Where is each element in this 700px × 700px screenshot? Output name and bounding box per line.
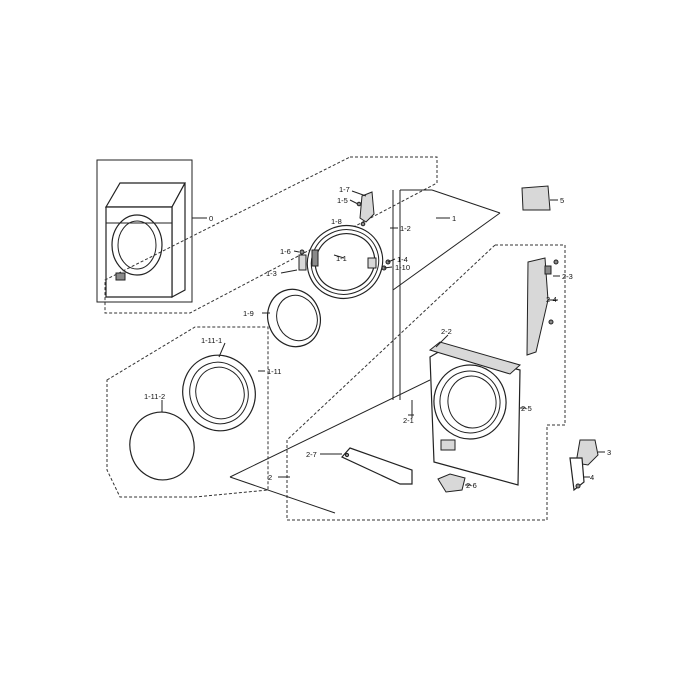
callout-1-6: 1-6	[280, 247, 291, 256]
callout-2-3: 2-3	[562, 272, 573, 281]
callout-1-10: 1-10	[395, 263, 410, 272]
kick-plate-2-7	[320, 447, 413, 485]
callout-1-11-2: 1-11-2	[144, 392, 165, 401]
screws-1-4	[381, 258, 396, 271]
door-seal-1-9	[262, 288, 321, 348]
door-latch-1-6	[280, 249, 307, 274]
callout-2-1: 2-1	[403, 416, 414, 425]
callout-4: 4	[590, 473, 594, 482]
callout-1-7: 1-7	[339, 185, 350, 194]
callout-2-7: 2-7	[306, 450, 317, 459]
callout-1-3: 1-3	[266, 269, 277, 278]
group-1-boundary	[104, 156, 438, 314]
group-2-leader	[229, 379, 431, 514]
callout-1-2: 1-2	[400, 224, 411, 233]
door-frame-1-8	[306, 225, 384, 299]
door-glass-1-11-2	[129, 400, 195, 481]
callout-2: 2	[268, 473, 272, 482]
callout-2-6: 2-6	[466, 481, 477, 490]
hinge-3	[569, 439, 605, 492]
callout-1-11: 1-11	[267, 367, 281, 376]
dispenser-2-6	[437, 473, 471, 493]
callout-1: 1	[452, 214, 456, 223]
filter-5	[521, 185, 558, 211]
callout-3: 3	[607, 448, 611, 457]
group-1-11-boundary	[106, 326, 269, 498]
side-rail-2-4	[526, 257, 560, 356]
group-1-leader	[392, 189, 501, 400]
callout-2-4: 2-4	[546, 295, 557, 304]
assembly-0-group	[96, 159, 207, 303]
callout-2-2: 2-2	[441, 327, 452, 336]
bracket-2-2	[428, 334, 522, 375]
callout-1-9: 1-9	[243, 309, 254, 318]
callout-5: 5	[560, 196, 564, 205]
callout-labels: 0 1 1-1 1-2 1-3 1-4 1-5 1-6 1-7 1-8 1-9 …	[144, 185, 611, 490]
callout-1-8: 1-8	[331, 217, 342, 226]
callout-2-5: 2-5	[521, 404, 532, 413]
hinge-1-7	[349, 190, 375, 227]
group-2-boundary	[286, 244, 566, 521]
door-outer-ring-1-11-1	[182, 342, 265, 432]
assembly-0-frame	[96, 159, 193, 303]
callout-1-11-1: 1-11-1	[201, 336, 222, 345]
washer-cabinet	[104, 182, 187, 299]
front-panel-2-5	[429, 349, 526, 486]
callout-1-1: 1-1	[336, 254, 347, 263]
callout-1-4: 1-4	[397, 255, 408, 264]
callout-1-5: 1-5	[337, 196, 348, 205]
callout-0: 0	[209, 214, 213, 223]
